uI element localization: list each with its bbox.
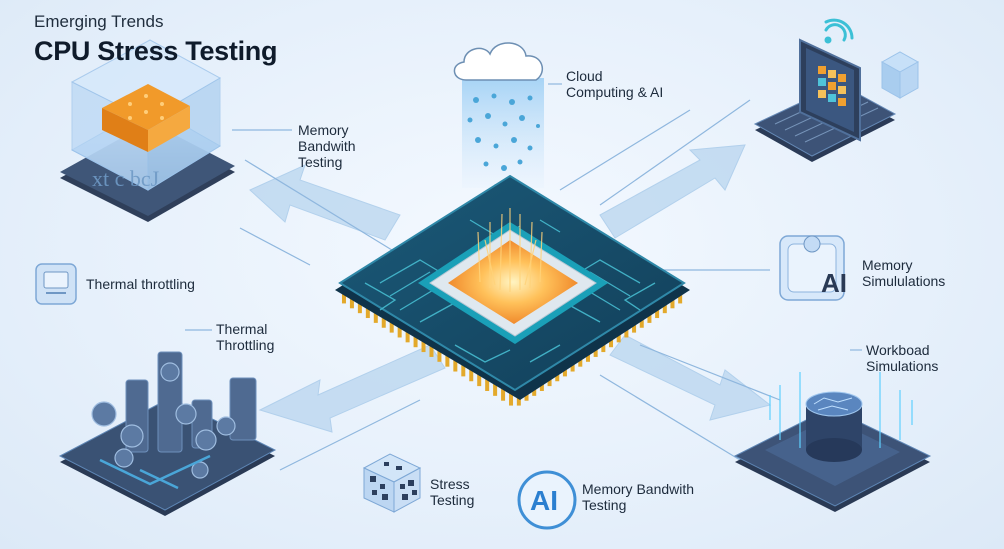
label-memory-bandwidth-top: Memory Bandwith Testing	[298, 122, 356, 170]
server-cylinder-icon	[733, 372, 932, 512]
ai-badge-bottom: AI	[530, 485, 558, 516]
ai-chip-icon: AI	[779, 235, 847, 301]
cloud-icon	[453, 42, 544, 188]
gold-pin	[509, 389, 514, 406]
connector-laptop-2	[559, 109, 691, 191]
label-stress-testing: Stress Testing	[430, 476, 475, 508]
arrow-left-lower	[258, 344, 446, 433]
cloud-shape	[453, 42, 544, 81]
gold-pin	[461, 360, 466, 377]
data-beam	[462, 78, 544, 188]
connector-workload-2	[599, 374, 741, 461]
gold-pin	[405, 326, 410, 343]
gold-pin	[429, 340, 434, 357]
gold-pin	[477, 370, 482, 387]
arrow-left-upper	[249, 164, 401, 241]
gold-pin	[357, 297, 362, 314]
flow-arrows	[249, 144, 772, 433]
page-title: CPU Stress Testing	[34, 36, 278, 66]
gold-pin	[469, 365, 474, 382]
subtitle: Emerging Trends	[34, 12, 164, 31]
label-memory-simulations: Memory Simululations	[862, 257, 946, 289]
label-cloud-computing: Cloud Computing & AI	[566, 68, 664, 100]
gold-pin	[421, 336, 426, 353]
gold-pin	[445, 350, 450, 367]
bar-sensors-icon	[58, 351, 277, 516]
gold-pin	[397, 321, 402, 338]
gold-pin	[453, 355, 458, 372]
block-letters: xt c bcJ	[92, 166, 160, 191]
energy-strands	[477, 208, 543, 292]
screen-grid	[818, 66, 846, 106]
gold-pin	[389, 316, 394, 333]
gold-pin	[493, 379, 498, 396]
laptop-icon	[753, 38, 897, 162]
core-die	[448, 240, 578, 324]
ai-badge-icon: AI	[517, 470, 577, 530]
arrow-right-upper	[599, 144, 746, 239]
connector-thermal-bottom-2	[279, 399, 421, 471]
gold-pin	[437, 345, 442, 362]
memory-block-icon: xt c bcJ	[60, 39, 235, 222]
label-memory-bandwidth-bottom: Memory Bandwith Testing	[582, 481, 695, 513]
gold-pin	[381, 311, 386, 328]
label-thermal-throttling-left: Thermal throttling	[86, 276, 195, 292]
arrow-right-lower	[609, 334, 772, 421]
thermal-icon	[35, 263, 77, 305]
connector-lines	[185, 83, 862, 471]
gold-pin	[365, 302, 370, 319]
label-workload-simulations: Workboad Simulations	[866, 342, 939, 374]
gold-pin	[413, 331, 418, 348]
gold-pin	[485, 374, 490, 391]
glass-cube-icon	[880, 51, 920, 99]
connector-thermal-left	[239, 227, 311, 266]
label-thermal-throttling-bottom: Thermal Throttling	[216, 321, 275, 353]
gold-pin	[349, 292, 354, 309]
cpu-chip-icon	[335, 174, 690, 406]
connector-workload	[639, 344, 781, 401]
ai-badge-right: AI	[821, 268, 847, 298]
gold-pin	[373, 306, 378, 323]
connector-memory-top-2	[244, 159, 401, 256]
gold-pin	[341, 287, 346, 304]
connector-laptop	[599, 99, 751, 206]
gold-pin	[501, 384, 506, 401]
qr-cube-icon	[362, 453, 422, 513]
wifi-icon	[824, 18, 854, 44]
